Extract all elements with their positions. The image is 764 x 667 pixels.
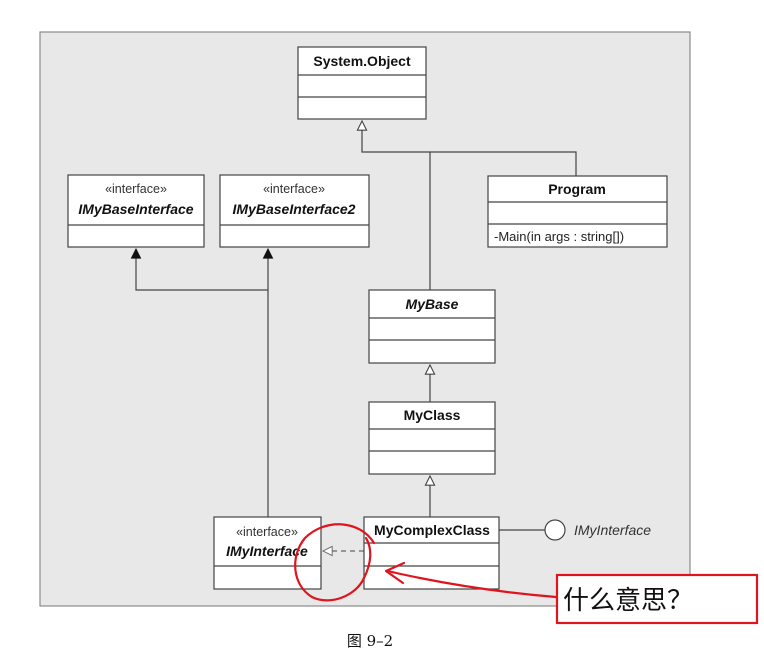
mybase-to-object-line — [362, 121, 431, 290]
annotation-note-box — [555, 573, 759, 625]
class-name: System.Object — [313, 53, 411, 69]
interface-name: IMyBaseInterface2 — [233, 201, 356, 217]
class-name: MyBase — [406, 296, 459, 312]
imyinterface-to-base-line — [136, 249, 268, 291]
class-mybase: MyBase — [368, 289, 496, 364]
interface-imybaseinterface2: «interface» IMyBaseInterface2 — [219, 174, 370, 248]
figure-caption: 图 9–2 — [347, 632, 393, 650]
class-system-object: System.Object — [297, 46, 427, 120]
stereotype-label: «interface» — [236, 525, 298, 539]
interface-name: IMyInterface — [226, 543, 308, 559]
interface-imyinterface: «interface» IMyInterface — [213, 516, 322, 590]
connectors — [136, 121, 577, 551]
annotation-arrow-line — [386, 569, 558, 599]
annotation-markup — [294, 523, 558, 602]
method-main: -Main(in args : string[]) — [494, 229, 624, 244]
program-to-object-line — [430, 151, 577, 176]
class-name: Program — [548, 181, 606, 197]
class-program: Program -Main(in args : string[]) — [487, 175, 668, 248]
lollipop-circle — [544, 519, 566, 541]
class-name: MyComplexClass — [374, 522, 490, 538]
stereotype-label: «interface» — [263, 182, 325, 196]
interface-imybaseinterface: «interface» IMyBaseInterface — [67, 174, 205, 248]
stereotype-label: «interface» — [105, 182, 167, 196]
class-myclass: MyClass — [368, 401, 496, 475]
annotation-arrow-head — [384, 561, 406, 585]
annotation-note-text: 什么意思？ — [563, 586, 693, 616]
lollipop-label: IMyInterface — [574, 522, 651, 538]
class-mycomplexclass: MyComplexClass — [363, 516, 500, 590]
class-name: MyClass — [404, 407, 461, 423]
annotation-circle — [294, 523, 376, 602]
interface-name: IMyBaseInterface — [78, 201, 193, 217]
